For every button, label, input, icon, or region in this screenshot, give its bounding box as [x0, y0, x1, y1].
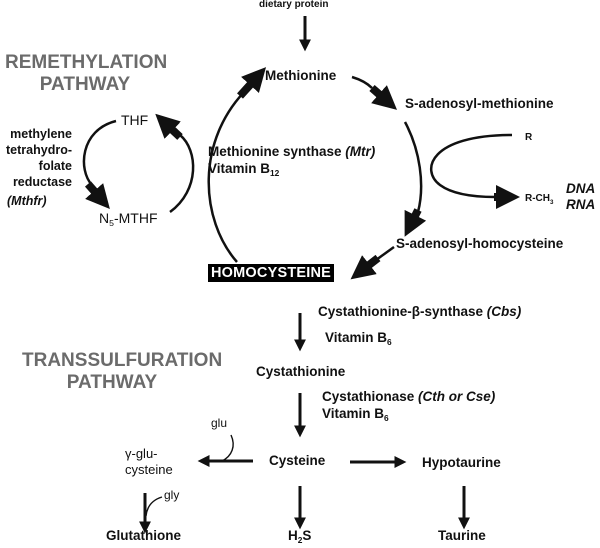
rch3-sub: 3	[550, 199, 554, 206]
arc-r-to-rch3	[430, 133, 513, 199]
rch3-base: R-CH	[525, 193, 550, 204]
gly-label: gly	[164, 488, 180, 502]
gamma-glu-cysteine-node: γ-glu- cysteine	[125, 446, 173, 478]
vitamin-b12-base: Vitamin B	[208, 161, 271, 176]
arc-mthf-to-thf	[169, 134, 195, 214]
arc-sam-to-sah	[403, 121, 423, 213]
cbs-label: Cystathionine-β-synthase (Cbs)	[318, 304, 521, 320]
arrow-head-to-thf	[155, 113, 183, 140]
cth-cofactor-base: Vitamin B	[322, 406, 385, 421]
h2s-pre: H	[288, 528, 298, 543]
cth-cofactor: Vitamin B6	[322, 406, 389, 422]
mthfr-line-2: tetrahydro-	[6, 143, 72, 157]
cysteine-node: Cysteine	[269, 453, 326, 468]
thf-node: THF	[121, 112, 149, 128]
taurine-node: Taurine	[438, 528, 486, 543]
glutathione-node: Glutathione	[106, 528, 181, 543]
cystathionine-node: Cystathionine	[256, 364, 346, 379]
cbs-cofactor: Vitamin B6	[325, 330, 392, 346]
cbs-cofactor-sub: 6	[387, 337, 392, 347]
arc-methionine-to-sam	[351, 75, 373, 89]
cth-label: Cystathionase (Cth or Cse)	[322, 389, 495, 405]
cth-name: Cystathionase	[322, 389, 415, 404]
n5-mthf-post: -MTHF	[113, 210, 158, 226]
h2s-node: H2S	[288, 528, 311, 544]
cth-cofactor-sub: 6	[384, 413, 389, 423]
n5-mthf-sub: 5	[109, 218, 114, 228]
gamma-glu-line2: cysteine	[125, 462, 173, 477]
mthfr-line-4: reductase	[12, 175, 72, 189]
glu-label: glu	[211, 416, 228, 430]
gly-input-curve	[145, 496, 163, 517]
hypotaurine-node: Hypotaurine	[422, 455, 501, 470]
dietary-protein-label: dietary protein	[259, 0, 329, 10]
arrow-head-to-sah	[404, 208, 427, 237]
mthfr-line-3: folate	[38, 159, 72, 173]
r-label: R	[525, 132, 533, 143]
methionine-synthase-abbr: (Mtr)	[345, 144, 376, 159]
cbs-cofactor-base: Vitamin B	[325, 330, 388, 345]
h2s-sub: 2	[297, 535, 303, 545]
homocysteine-node: HOMOCYSTEINE	[208, 264, 335, 282]
vitamin-b12-sub: 12	[270, 168, 280, 178]
transsulfuration-heading: TRANSSULFURATION PATHWAY	[22, 350, 223, 394]
remethylation-heading: REMETHYLATION PATHWAY	[5, 52, 168, 96]
methionine-node: Methionine	[265, 68, 337, 83]
cbs-abbr: (Cbs)	[486, 304, 522, 319]
remethylation-heading-line2: PATHWAY	[39, 74, 131, 95]
arc-thf-to-mthf	[82, 119, 117, 186]
methionine-synthase-label: Methionine synthase (Mtr)	[208, 144, 375, 160]
methionine-synthase-name: Methionine synthase	[208, 144, 342, 159]
dna-label: DNA	[566, 181, 596, 196]
gamma-glu-line1: γ-glu-	[125, 446, 158, 461]
rna-label: RNA	[566, 197, 596, 212]
mthfr-line-1: methylene	[10, 127, 72, 141]
arrow-head-to-mthf	[84, 181, 110, 210]
sah-node: S-adenosyl-homocysteine	[396, 236, 564, 251]
n5-mthf-node: N5-MTHF	[99, 210, 158, 228]
cbs-name: Cystathionine-β-synthase	[318, 304, 484, 319]
n5-mthf-pre: N	[99, 210, 110, 226]
glu-input-curve	[221, 434, 234, 462]
transsulfuration-heading-line2: PATHWAY	[66, 372, 158, 393]
arrow-head-to-sam	[369, 84, 398, 110]
vitamin-b12-label: Vitamin B12	[208, 161, 279, 177]
arrow-sah-to-homocysteine	[375, 245, 395, 262]
remethylation-heading-line1: REMETHYLATION	[5, 52, 168, 73]
rch3-label: R-CH3	[525, 191, 553, 207]
mthfr-enzyme-label: methylene tetrahydro- folate reductase	[0, 126, 72, 190]
arrow-head-to-homocysteine	[350, 254, 381, 280]
sam-node: S-adenosyl-methionine	[405, 96, 554, 111]
mthfr-abbr: (Mthfr)	[7, 194, 47, 208]
transsulfuration-heading-line1: TRANSSULFURATION	[22, 350, 223, 371]
arrow-head-to-methionine	[237, 67, 267, 99]
arc-homocysteine-to-methionine	[207, 87, 249, 263]
h2s-post: S	[302, 528, 312, 543]
cth-abbr: (Cth or Cse)	[418, 389, 496, 404]
